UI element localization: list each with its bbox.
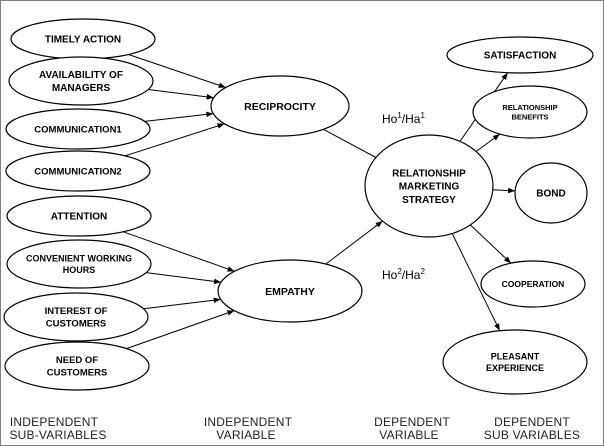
footer-line: INDEPENDENT (204, 415, 293, 429)
edge-communication2-to-reciprocity (124, 123, 225, 157)
node-empathy: EMPATHY (217, 259, 363, 323)
node-label: ATTENTION (51, 212, 107, 223)
footer-line: DEPENDENT (374, 415, 450, 429)
footer-line: DEPENDENT (494, 415, 570, 429)
footer-independent-sub-variables: INDEPENDENT SUB-VARIABLES (9, 415, 106, 442)
node-label: SATISFACTION (484, 51, 557, 62)
footer-line: VARIABLE (379, 428, 438, 442)
node-communication1: COMMUNICATION1 (5, 108, 151, 150)
footer-line: SUB-VARIABLES (9, 428, 106, 442)
node-label: COMMUNICATION1 (34, 124, 122, 135)
edge-relationship-marketing-strategy-to-cooperation (469, 224, 512, 264)
edge-attention-to-empathy (123, 231, 235, 272)
node-attention: ATTENTION (6, 195, 152, 237)
node-bond: BOND (514, 162, 588, 224)
edge-relationship-marketing-strategy-to-relationship-benefits (475, 133, 501, 152)
node-label: COOPERATION (502, 279, 565, 289)
edge-timely-action-to-reciprocity (128, 54, 226, 88)
node-reciprocity: RECIPROCITY (210, 75, 350, 137)
hypothesis-2-label: Ho2/Ha2 (382, 267, 425, 282)
hypothesis-1-label: Ho1/Ha1 (382, 111, 425, 126)
edge-empathy-to-relationship-marketing-strategy (325, 220, 383, 265)
footer-dependent-variable: DEPENDENT VARIABLE (374, 415, 450, 442)
node-satisfaction: SATISFACTION (446, 36, 594, 74)
footer-line: INDEPENDENT (10, 415, 99, 429)
node-label: RECIPROCITY (244, 101, 316, 113)
node-communication2: COMMUNICATION2 (5, 150, 151, 192)
footer-independent-variable: INDEPENDENT VARIABLE (204, 415, 293, 442)
edge-need-of-customers-to-empathy (126, 310, 235, 350)
edge-reciprocity-to-relationship-marketing-strategy (323, 128, 377, 158)
edge-relationship-marketing-strategy-to-bond (492, 187, 516, 194)
node-label: COMMUNICATION2 (34, 166, 121, 177)
node-label: BOND (536, 189, 565, 200)
edge-availability-of-managers-to-reciprocity (148, 89, 214, 100)
footer-line: SUB VARIABLES (484, 428, 580, 442)
edge-communication1-to-reciprocity (144, 111, 214, 122)
node-timely-action: TIMELY ACTION (10, 18, 156, 60)
node-cooperation: COOPERATION (480, 260, 586, 308)
edge-relationship-marketing-strategy-to-pleasant-experience (451, 233, 501, 331)
edge-convenient-working-hours-to-empathy (146, 272, 222, 285)
node-label: TIMELY ACTION (45, 35, 121, 46)
node-label: EMPATHY (265, 286, 315, 298)
footer-dependent-sub-variables: DEPENDENT SUB VARIABLES (484, 415, 580, 442)
edges-layer (123, 54, 516, 350)
footer-line: VARIABLE (216, 428, 275, 442)
edge-interest-of-customers-to-empathy (143, 297, 221, 310)
